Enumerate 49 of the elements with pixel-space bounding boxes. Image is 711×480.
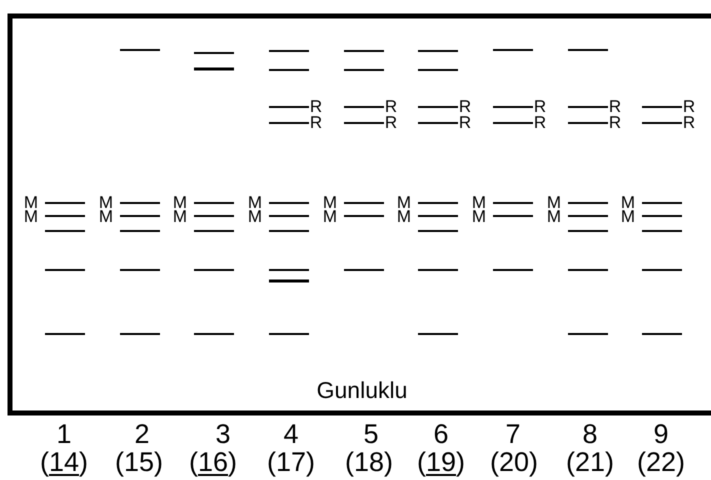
gel-caption: Gunluklu [316,378,408,402]
lane-number: 3 [215,420,231,448]
m-marker: M [322,194,338,210]
m-marker: M [248,208,262,224]
sample-number: (22) [636,448,685,476]
r-marker: R [534,98,546,114]
m-marker: M [322,208,338,224]
m-marker: M [248,194,262,210]
m-marker: M [98,208,114,224]
m-marker: M [24,208,38,224]
sample-number: (14) [40,448,88,476]
r-marker: R [608,98,622,114]
r-marker: R [310,114,322,130]
r-marker: R [608,114,622,130]
m-marker: M [546,208,562,224]
m-marker: M [396,208,412,224]
lane-number: 8 [582,420,598,448]
sample-number: (17) [266,448,315,476]
lane-number: 9 [653,420,669,448]
lane-number: 2 [134,420,150,448]
m-marker: M [620,194,636,210]
lane-number: 5 [363,420,379,448]
sample-number: (20) [490,448,538,476]
m-marker: M [172,194,188,210]
sample-number: (15) [114,448,163,476]
m-marker: M [396,194,412,210]
r-marker: R [682,98,696,114]
m-marker: M [24,194,38,210]
m-marker: M [172,208,188,224]
m-marker: M [620,208,636,224]
lane-number: 6 [433,420,449,448]
m-marker: M [546,194,562,210]
r-marker: R [458,114,472,130]
lane-number: 1 [56,420,72,448]
sample-number: (18) [344,448,393,476]
sample-number: (19) [416,448,466,476]
r-marker: R [384,114,398,130]
m-marker: M [98,194,114,210]
r-marker: R [310,98,322,114]
sample-number: (21) [566,448,614,476]
sample-number: (16) [188,448,238,476]
r-marker: R [458,98,472,114]
lane-number: 7 [505,420,521,448]
r-marker: R [682,114,696,130]
r-marker: R [384,98,398,114]
lane-number: 4 [283,420,299,448]
r-marker: R [534,114,546,130]
m-marker: M [472,208,486,224]
m-marker: M [472,194,486,210]
